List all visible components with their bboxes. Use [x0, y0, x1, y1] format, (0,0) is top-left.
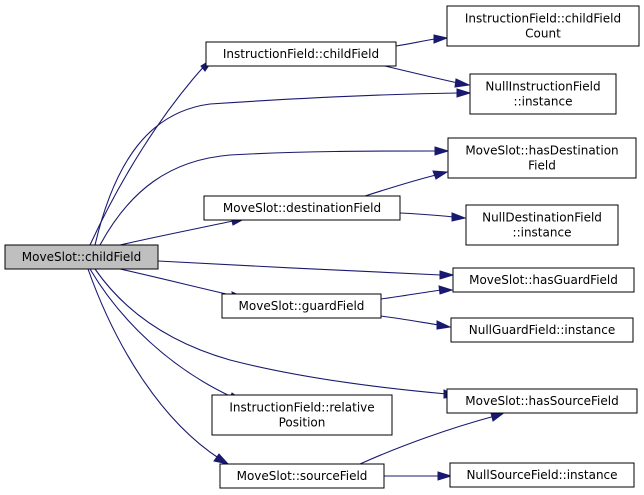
node-box [450, 317, 634, 343]
node-nulldest-instance[interactable]: NullDestinationField::instance [465, 204, 619, 246]
edge-root-to-if_childField [89, 57, 215, 246]
node-ms-sourceField[interactable]: MoveSlot::sourceField [219, 463, 385, 489]
node-ms-destinationField[interactable]: MoveSlot::destinationField [203, 195, 401, 221]
edge-ms_guardField-to-ms_hasGuardField [380, 285, 454, 300]
node-box [4, 244, 159, 270]
node-label: InstructionField::childField [223, 47, 379, 61]
node-ms-guardField[interactable]: MoveSlot::guardField [221, 293, 382, 319]
node-label: MoveSlot::guardField [239, 299, 365, 313]
edge-line [157, 260, 442, 276]
edge-root-to-if_relativePosition [89, 268, 245, 402]
edges-layer [87, 34, 507, 481]
node-label: NullSourceField::instance [466, 468, 617, 482]
edge-ms_sourceField-to-nullsrc_instance [383, 471, 453, 481]
node-label: ::instance [514, 95, 573, 109]
node-label: Position [279, 416, 326, 430]
node-box [221, 293, 382, 319]
edge-line [89, 268, 233, 398]
edge-ms_guardField-to-nullguard_instance [380, 315, 452, 330]
edge-ms_destinationField-to-nulldest_instance [399, 212, 467, 222]
edge-arrowhead [439, 270, 455, 280]
node-box [449, 462, 635, 488]
node-box [446, 388, 638, 414]
node-if-childField[interactable]: InstructionField::childField [205, 41, 397, 67]
node-nullif-instance[interactable]: NullInstructionField::instance [469, 73, 617, 115]
edge-if_childField-to-if_childFieldCount [395, 34, 449, 47]
edge-line [359, 415, 496, 465]
edge-line [399, 212, 454, 218]
node-label: MoveSlot::sourceField [237, 469, 368, 483]
edge-line [384, 65, 459, 84]
node-box [465, 204, 619, 246]
edge-line [395, 38, 436, 47]
node-box [205, 41, 397, 67]
edge-line [364, 174, 437, 197]
node-box [469, 73, 617, 115]
edge-root-to-ms_hasGuardField [157, 260, 455, 280]
node-label: NullInstructionField [485, 80, 600, 94]
edge-root-to-ms_sourceField [87, 268, 230, 465]
node-label: NullDestinationField [482, 211, 602, 225]
node-nullsrc-instance[interactable]: NullSourceField::instance [449, 462, 635, 488]
edge-arrowhead [456, 88, 472, 98]
edge-line [380, 315, 440, 326]
edge-line [94, 268, 448, 395]
edge-line [119, 268, 236, 297]
edge-line [89, 63, 207, 246]
edge-line [87, 268, 221, 460]
node-box [211, 394, 393, 436]
node-ms-hasGuardField[interactable]: MoveSlot::hasGuardField [452, 267, 635, 293]
node-root[interactable]: MoveSlot::childField [4, 244, 159, 270]
edge-arrowhead [434, 146, 450, 156]
node-box [203, 195, 401, 221]
edge-arrowhead [436, 320, 452, 330]
node-nullguard-instance[interactable]: NullGuardField::instance [450, 317, 634, 343]
node-label: Count [525, 27, 561, 41]
node-label: MoveSlot::hasSourceField [465, 394, 618, 408]
edge-ms_destinationField-to-ms_hasDestinationField [364, 170, 449, 197]
node-label: MoveSlot::destinationField [223, 201, 381, 215]
edge-line [94, 92, 459, 246]
node-label: InstructionField::relative [229, 401, 374, 415]
edge-if_childField-to-nullif_instance [384, 65, 471, 88]
edge-arrowhead [213, 453, 230, 465]
node-box [447, 137, 637, 179]
node-label: NullGuardField::instance [469, 323, 615, 337]
node-ms-hasSourceField[interactable]: MoveSlot::hasSourceField [446, 388, 638, 414]
node-box [452, 267, 635, 293]
edge-arrowhead [433, 34, 449, 44]
node-label: ::instance [513, 226, 572, 240]
edge-arrowhead [437, 471, 453, 481]
edge-root-to-ms_hasDestinationField [99, 146, 450, 246]
edge-root-to-nullif_instance [94, 88, 472, 246]
node-box [446, 5, 640, 47]
edge-arrowhead [432, 170, 449, 180]
node-label: Field [528, 159, 556, 173]
edge-arrowhead [454, 78, 471, 88]
edge-arrowhead [438, 285, 454, 295]
edge-ms_sourceField-to-ms_hasSourceField [359, 411, 507, 465]
node-label: MoveSlot::hasGuardField [469, 273, 618, 287]
node-label: MoveSlot::hasDestination [465, 144, 618, 158]
node-box [219, 463, 385, 489]
edge-line [99, 150, 437, 246]
node-label: MoveSlot::childField [22, 250, 141, 264]
node-label: InstructionField::childField [465, 12, 621, 26]
edge-line [119, 220, 234, 246]
edge-line [380, 289, 442, 300]
edge-root-to-ms_hasSourceField [94, 268, 459, 399]
edge-arrowhead [451, 212, 467, 222]
nodes-layer: MoveSlot::childField InstructionField::ch… [4, 5, 640, 489]
edge-root-to-ms_destinationField [119, 216, 246, 246]
